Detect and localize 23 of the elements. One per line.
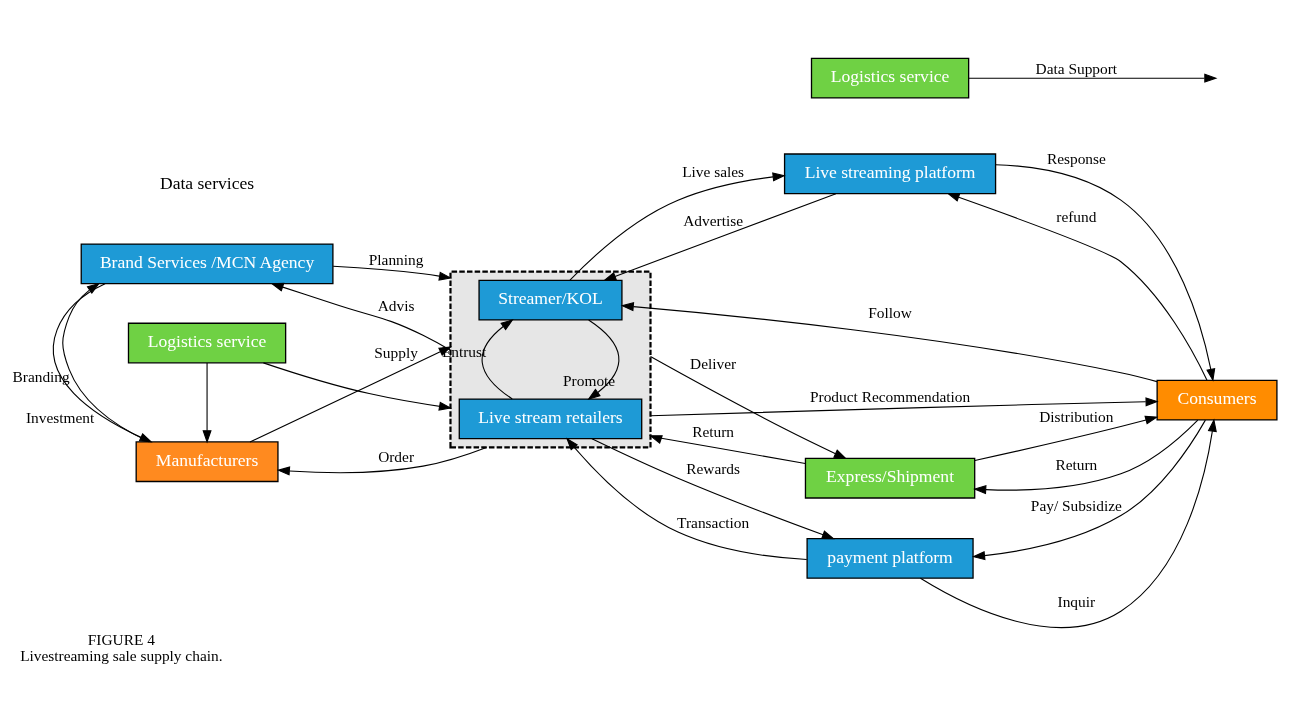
edge-label: Follow	[868, 303, 912, 321]
edge-label: Rewards	[686, 459, 741, 477]
edge-label: Advis	[377, 296, 415, 314]
edge-label: Response	[1046, 149, 1106, 167]
edge-label: Data Support	[1035, 59, 1118, 77]
label: Data services	[159, 172, 255, 193]
edge-label: Live sales	[682, 162, 745, 180]
edge-label: Supply	[374, 343, 418, 361]
diagram-title: FIGURE 4	[87, 630, 155, 648]
caption: Livestreaming sale supply chain.	[20, 646, 223, 664]
edge-label: Deliver	[690, 354, 737, 372]
edge-label: Pay/ Subsidize	[1030, 496, 1122, 514]
edge-label: Distribution	[1039, 407, 1114, 425]
edge-label: Return	[692, 422, 735, 440]
edge-label: Planning	[368, 250, 424, 268]
edge-label: Advertise	[683, 211, 744, 229]
edge-label: refund	[1056, 207, 1097, 225]
edge-label: Inquir	[1057, 592, 1096, 610]
edge-label: Product Recommendation	[810, 387, 971, 404]
edge-label: Order	[378, 447, 415, 465]
edge-label: Investment	[25, 408, 95, 426]
edge-label: Transaction	[677, 513, 750, 531]
edge-label: Return	[1055, 455, 1098, 473]
